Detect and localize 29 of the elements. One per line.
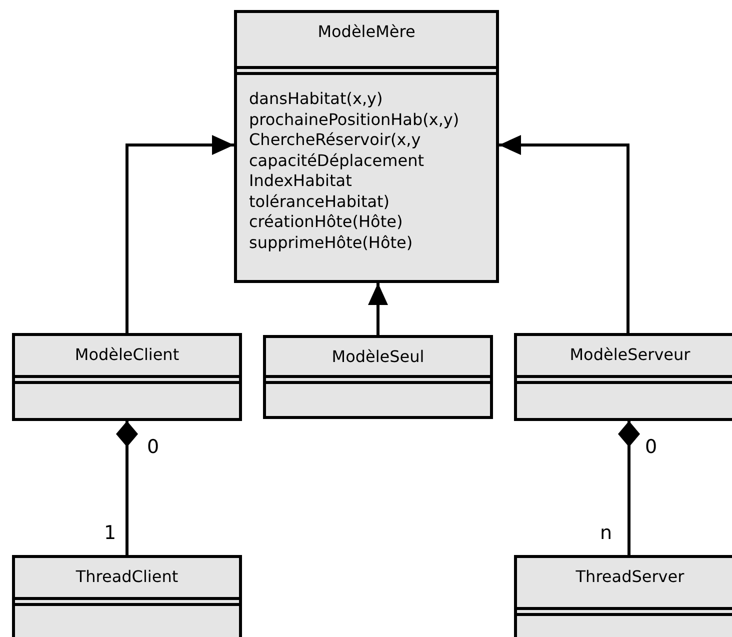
class-name: ModèleMère [318, 22, 416, 42]
class-box [514, 555, 732, 637]
multiplicity-label: 0 [645, 436, 658, 458]
multiplicity-label: 1 [104, 522, 116, 544]
multiplicity-label: 0 [147, 436, 160, 458]
class-box [263, 335, 493, 419]
class-name: ThreadClient [76, 567, 178, 587]
inheritance-arrow [368, 283, 388, 335]
composition-line [618, 421, 640, 555]
inheritance-arrow [499, 135, 630, 333]
class-box [12, 555, 242, 637]
method-text: prochainePositionHab(x,y) [249, 110, 460, 130]
class-name: ModèleServeur [570, 345, 690, 365]
method-text: supprimeHôte(Hôte) [249, 232, 413, 253]
method-text: créationHôte(Hôte) [249, 212, 403, 232]
method-text: ChercheRéservoir(x,y [249, 130, 421, 150]
method-text: dansHabitat(x,y) [249, 89, 383, 110]
multiplicity-label: n [600, 522, 612, 544]
inheritance-arrow [126, 135, 234, 333]
method-text: IndexHabitat [249, 171, 352, 192]
method-text: toléranceHabitat) [249, 192, 390, 212]
class-name: ModèleClient [74, 345, 180, 365]
method-text: capacitéDéplacement [249, 150, 424, 171]
class-box [234, 10, 499, 283]
class-box [514, 333, 732, 421]
class-name: ThreadServer [576, 567, 684, 587]
composition-line [116, 421, 138, 555]
class-box [12, 333, 242, 421]
class-name: ModèleSeul [332, 347, 424, 367]
